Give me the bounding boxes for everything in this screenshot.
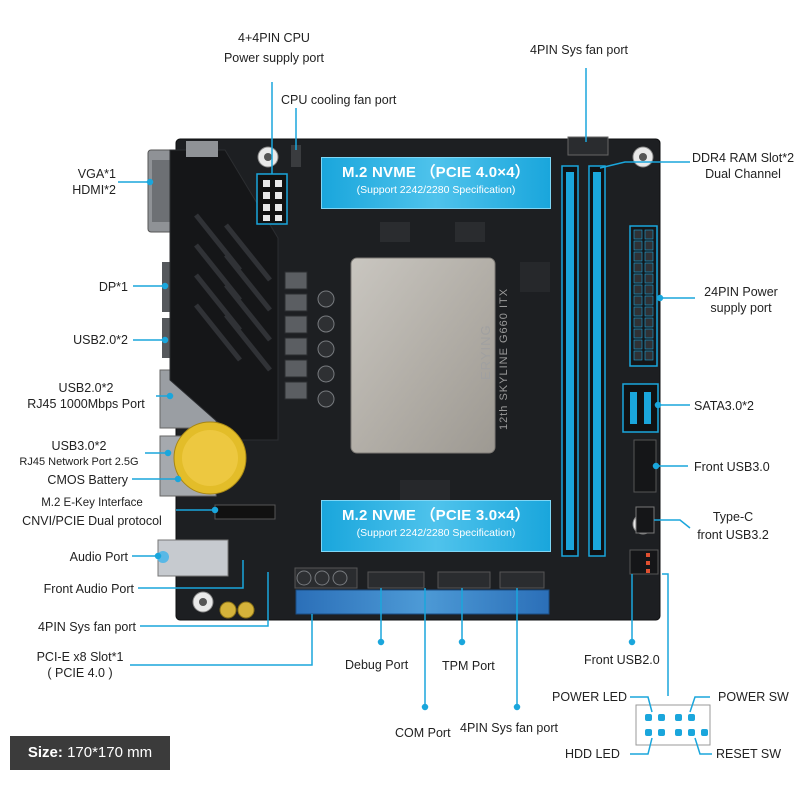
front-usb30-header xyxy=(633,439,657,493)
size-badge-label: Size: xyxy=(27,744,63,761)
label-usb20-rj45: USB2.0*2 RJ45 1000Mbps Port xyxy=(20,380,152,412)
label-vga-hdmi: VGA*1 HDMI*2 xyxy=(50,166,116,198)
size-badge: Size: 170*170 mm xyxy=(10,736,170,770)
label-power24: 24PIN Power supply port xyxy=(696,284,786,316)
front-usb20-header xyxy=(629,549,659,575)
label-typec-line1: Type-C xyxy=(712,510,754,524)
label-power-led: POWER LED xyxy=(552,690,628,704)
size-badge-value: 170*170 mm xyxy=(67,744,153,761)
label-front-usb30: Front USB3.0 xyxy=(694,460,770,474)
label-usb20-rj45-line2: RJ45 1000Mbps Port xyxy=(27,397,145,411)
label-cpu-power: 4+4PIN CPU Power supply port xyxy=(215,30,333,66)
label-sata: SATA3.0*2 xyxy=(694,399,754,413)
label-cmos: CMOS Battery xyxy=(47,473,128,487)
label-tpm: TPM Port xyxy=(442,659,495,673)
label-cpu-power-line2: Power supply port xyxy=(223,51,325,65)
label-ddr4: DDR4 RAM Slot*2 Dual Channel xyxy=(690,150,796,182)
label-sys-fan-bottom: 4PIN Sys fan port xyxy=(460,721,558,735)
label-reset-sw: RESET SW xyxy=(716,747,782,761)
label-typec-line2: front USB3.2 xyxy=(697,528,769,542)
label-sys-fan-top: 4PIN Sys fan port xyxy=(530,43,628,57)
label-ddr4-line1: DDR4 RAM Slot*2 xyxy=(691,151,795,165)
label-hdmi: HDMI*2 xyxy=(72,183,116,197)
vrm-heatsink xyxy=(169,149,279,441)
cpu-heatspreader xyxy=(350,257,496,454)
label-pcie: PCI-E x8 Slot*1 ( PCIE 4.0 ) xyxy=(30,649,130,681)
label-debug: Debug Port xyxy=(345,658,409,672)
label-m2-ekey-line2: CNVI/PCIE Dual protocol xyxy=(22,514,162,528)
label-sys-fan-left: 4PIN Sys fan port xyxy=(38,620,136,634)
label-power-sw: POWER SW xyxy=(718,690,789,704)
m2-slot-top-label: M.2 NVME （PCIE 4.0×4） (Support 2242/2280… xyxy=(321,157,551,209)
cpu-power-header xyxy=(256,173,288,225)
label-pcie-line1: PCI-E x8 Slot*1 xyxy=(36,650,124,664)
typec-header xyxy=(635,506,655,534)
label-ddr4-line2: Dual Channel xyxy=(705,167,781,181)
label-cpu-power-line1: 4+4PIN CPU xyxy=(238,31,310,45)
label-dp: DP*1 xyxy=(98,280,128,294)
label-front-usb20: Front USB2.0 xyxy=(584,653,660,667)
label-cpu-fan: CPU cooling fan port xyxy=(281,93,397,107)
label-usb20-rj45-line1: USB2.0*2 xyxy=(58,381,114,395)
label-m2-ekey-line1: M.2 E-Key Interface xyxy=(41,497,143,509)
front-panel-diagram xyxy=(635,704,711,746)
label-m2-ekey: M.2 E-Key Interface CNVI/PCIE Dual proto… xyxy=(12,495,172,529)
label-usb20: USB2.0*2 xyxy=(73,333,128,347)
label-typec: Type-C front USB3.2 xyxy=(688,509,778,543)
m2-top-title: M.2 NVME （PCIE 4.0×4） xyxy=(341,164,530,181)
m2-slot-bottom-label: M.2 NVME （PCIE 3.0×4） (Support 2242/2280… xyxy=(321,500,551,552)
label-pcie-line2: ( PCIE 4.0 ) xyxy=(47,666,113,680)
m2-bottom-title: M.2 NVME （PCIE 3.0×4） xyxy=(341,507,530,524)
label-vga: VGA*1 xyxy=(77,167,116,181)
board-brand: ERYING xyxy=(478,324,493,380)
m2-ekey-slot xyxy=(214,504,276,520)
label-power24-line1: 24PIN Power xyxy=(704,285,778,299)
m2-bottom-subtitle: (Support 2242/2280 Specification) xyxy=(356,527,516,539)
label-usb30-rj45: USB3.0*2 RJ45 Network Port 2.5G xyxy=(14,438,144,470)
label-power24-line2: supply port xyxy=(710,301,772,315)
m2-top-subtitle: (Support 2242/2280 Specification) xyxy=(356,184,516,196)
label-usb30-rj45-line2: RJ45 Network Port 2.5G xyxy=(19,456,139,468)
label-usb30-rj45-line1: USB3.0*2 xyxy=(51,439,107,453)
sata-ports xyxy=(622,383,659,433)
label-audio: Audio Port xyxy=(69,550,128,564)
label-front-audio: Front Audio Port xyxy=(43,582,134,596)
label-com: COM Port xyxy=(395,726,451,740)
board-model: 12th SKYLINE G660 ITX xyxy=(498,287,510,430)
label-hdd-led: HDD LED xyxy=(565,747,620,761)
pcie-slot xyxy=(295,589,550,615)
